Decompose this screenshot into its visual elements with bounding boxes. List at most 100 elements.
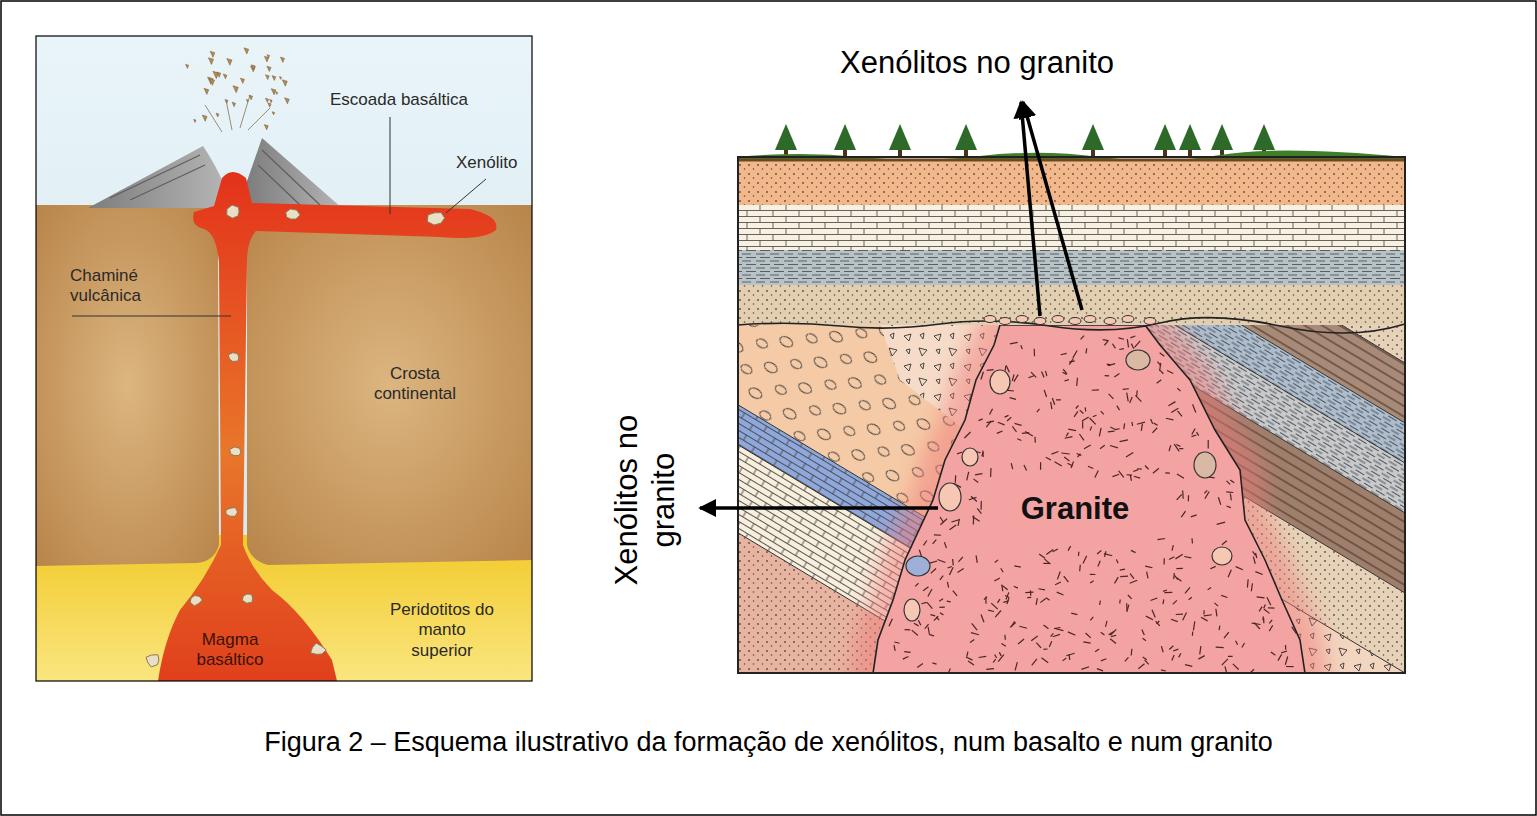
illustration-line xyxy=(1014,566,1021,567)
illustration-line xyxy=(984,597,987,600)
illustration-path xyxy=(272,112,274,115)
illustration-line xyxy=(1126,603,1128,612)
illustration-line xyxy=(1236,567,1243,570)
illustration-ellipse xyxy=(1016,316,1028,323)
illustration-path xyxy=(889,124,911,150)
illustration-path xyxy=(110,150,320,205)
illustration-line xyxy=(1068,546,1071,551)
illustration-line xyxy=(1025,432,1033,436)
illustration-path xyxy=(210,51,215,57)
illustration-line xyxy=(1173,573,1175,579)
illustration-path xyxy=(227,205,239,218)
illustration-line xyxy=(1031,636,1037,641)
illustration-line xyxy=(1085,348,1087,353)
illustration-line xyxy=(1046,549,1053,554)
illustration-line xyxy=(1173,649,1178,651)
illustration-line xyxy=(987,369,994,371)
illustration-line xyxy=(918,620,921,625)
illustration-line xyxy=(1044,625,1049,629)
illustration-line xyxy=(1264,609,1270,613)
illustration-path xyxy=(204,88,209,94)
illustration-line xyxy=(1120,440,1128,442)
illustration-path xyxy=(270,100,272,103)
illustration-line xyxy=(1027,597,1031,598)
illustration-line xyxy=(1269,625,1273,631)
illustration-line xyxy=(226,100,232,130)
illustration-line xyxy=(1109,631,1114,634)
illustration-line xyxy=(1192,428,1195,434)
illustration-line xyxy=(1201,617,1208,621)
illustration-line xyxy=(1166,418,1173,420)
illustration-line xyxy=(1198,656,1204,659)
illustration-line xyxy=(944,542,946,548)
illustration-line xyxy=(1005,595,1009,597)
illustration-line xyxy=(1120,569,1125,570)
illustration-line xyxy=(1014,586,1018,588)
illustration-line xyxy=(1090,426,1091,430)
volcano-section xyxy=(36,36,532,681)
illustration-line xyxy=(1193,621,1194,630)
illustration-line xyxy=(1117,406,1120,410)
illustration-line xyxy=(1163,590,1167,591)
illustration-line xyxy=(1068,632,1076,635)
illustration-line xyxy=(1267,597,1271,605)
illustration-line xyxy=(1191,435,1196,437)
illustration-line xyxy=(988,610,994,611)
illustration-line xyxy=(928,589,932,597)
illustration-line xyxy=(1034,349,1035,357)
illustration-rect xyxy=(36,36,532,681)
illustration-line xyxy=(1185,587,1190,593)
illustration-line xyxy=(953,591,957,596)
illustration-line xyxy=(446,179,486,213)
illustration-line xyxy=(1179,653,1181,657)
illustration-line xyxy=(1182,491,1184,499)
illustration-line xyxy=(1051,451,1058,454)
part-label: Peridotitos do manto superior xyxy=(390,600,494,661)
illustration-line xyxy=(1160,363,1161,371)
illustration-line xyxy=(1077,454,1080,457)
illustration-line xyxy=(1079,434,1084,440)
illustration-line xyxy=(958,569,964,573)
illustration-path xyxy=(955,124,977,150)
illustration-line xyxy=(1015,423,1022,425)
illustration-line xyxy=(1152,610,1155,618)
illustration-path xyxy=(217,72,221,77)
illustration-line xyxy=(939,599,943,601)
illustration-line xyxy=(1156,621,1160,626)
illustration-line xyxy=(1064,576,1069,582)
illustration-line xyxy=(1259,607,1262,612)
illustration-line xyxy=(1236,641,1238,645)
illustration-line xyxy=(1226,506,1230,508)
illustration-line xyxy=(1188,495,1189,501)
illustration-ellipse xyxy=(1084,316,1096,323)
illustration-line xyxy=(1145,660,1149,665)
illustration-line xyxy=(928,627,929,635)
illustration-g xyxy=(904,350,1232,621)
illustration-path xyxy=(227,59,232,66)
illustration-line xyxy=(1169,445,1171,451)
illustration-line xyxy=(1078,552,1080,556)
illustration-path xyxy=(208,58,213,65)
illustration-line xyxy=(1010,398,1016,400)
illustration-path xyxy=(834,124,856,150)
illustration-line xyxy=(1264,605,1266,609)
illustration-line xyxy=(894,645,895,651)
illustration-line xyxy=(1066,653,1074,655)
illustration-line xyxy=(1164,558,1165,564)
illustration-line xyxy=(1085,407,1087,411)
illustration-line xyxy=(1143,657,1147,660)
illustration-path xyxy=(267,66,271,71)
illustration-line xyxy=(1130,574,1134,579)
illustration-path xyxy=(240,78,244,83)
illustration-line xyxy=(1271,652,1275,655)
illustration-line xyxy=(1172,655,1174,661)
illustration-line xyxy=(986,668,994,670)
illustration-g xyxy=(186,48,290,132)
illustration-line xyxy=(1177,474,1184,478)
illustration-line xyxy=(1228,656,1233,657)
illustration-line xyxy=(990,409,993,415)
illustration-line xyxy=(1230,480,1234,483)
illustration-line xyxy=(934,534,941,536)
illustration-line xyxy=(1080,410,1084,413)
illustration-line xyxy=(1073,351,1077,358)
